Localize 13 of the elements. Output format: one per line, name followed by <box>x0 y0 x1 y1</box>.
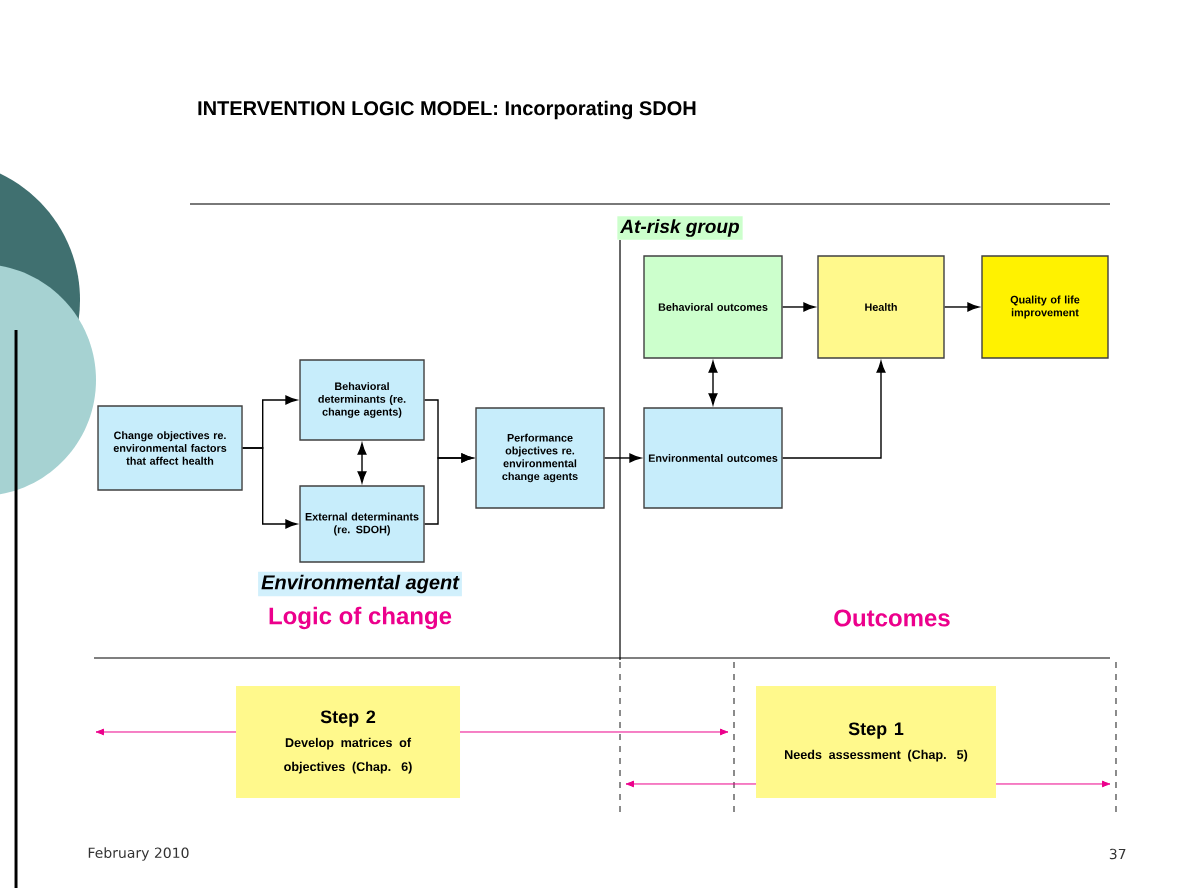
arrow <box>357 443 367 483</box>
italic-heading: Environmental agent <box>258 571 462 597</box>
arrow <box>604 453 641 463</box>
arrow <box>424 453 473 525</box>
arrow <box>242 447 297 529</box>
section-label: Outcomes <box>834 609 950 627</box>
arrow <box>708 361 718 405</box>
arrow <box>782 361 886 459</box>
italic-heading: At-risk group <box>617 216 743 240</box>
title: INTERVENTION LOGIC MODEL: Incorporating SDOH <box>198 100 696 120</box>
arrow <box>782 302 815 312</box>
arrow <box>944 302 979 312</box>
section-label: Logic of change <box>269 606 452 630</box>
